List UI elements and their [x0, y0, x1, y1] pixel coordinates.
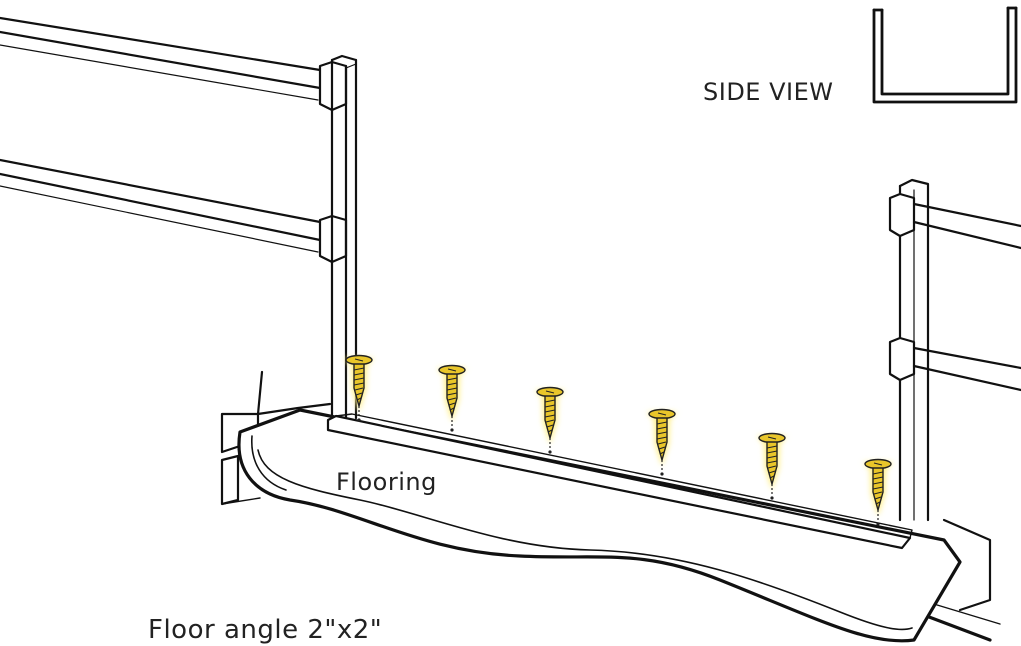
screw-icon	[344, 354, 374, 423]
right-guardrail	[888, 178, 1021, 522]
flooring-label: Flooring	[336, 468, 437, 496]
side-view-profile	[872, 6, 1018, 104]
screw-icon	[437, 364, 467, 433]
left-guardrail	[0, 16, 358, 422]
floor-angle-label: Floor angle 2"x2"	[148, 615, 382, 645]
floor-angle-strip	[326, 413, 913, 550]
screw-icon	[535, 386, 565, 455]
screw-icon	[863, 458, 893, 527]
screw-icon	[757, 432, 787, 501]
side-view-label: SIDE VIEW	[703, 78, 833, 106]
screw-icon	[647, 408, 677, 477]
flooring-slab	[237, 408, 962, 643]
